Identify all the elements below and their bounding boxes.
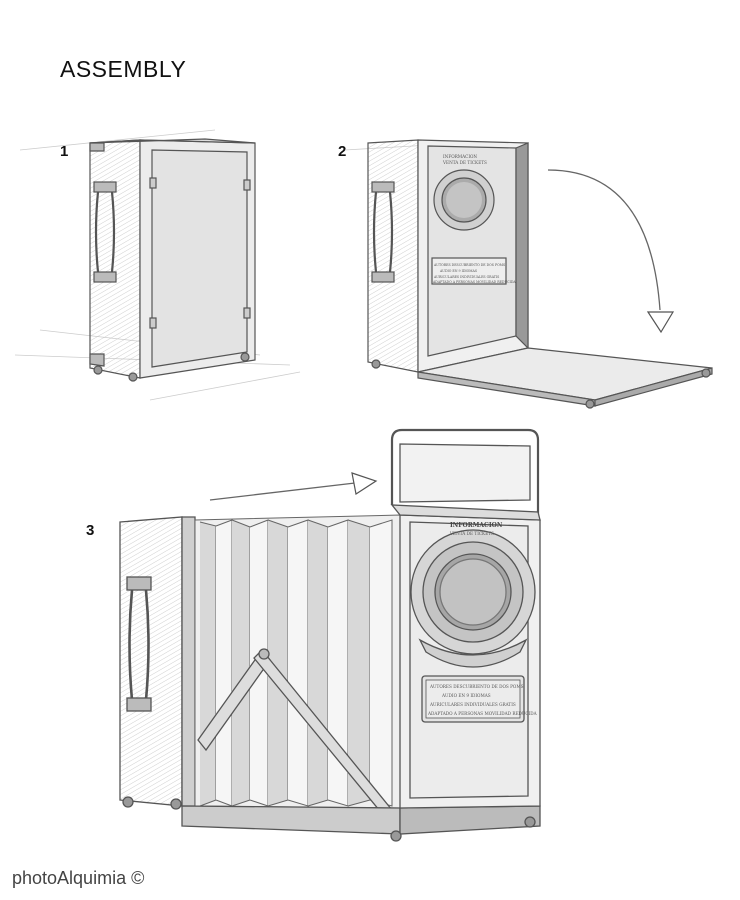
step-2-plaque-text: AUTORES DESCUBRIENTO DE DOS POMS AUDIO E… bbox=[432, 263, 516, 284]
rotate-arrow bbox=[547, 169, 661, 311]
slide-arrow-head bbox=[351, 472, 378, 495]
slide-arrow bbox=[209, 482, 356, 501]
rotate-arrow-head bbox=[646, 311, 675, 334]
step2-lens-label-2: VENTA DE TICKETS bbox=[442, 160, 487, 165]
handle-clip-top bbox=[93, 181, 117, 193]
step2-plaque-line-2: AUDIO EN 9 IDIOMAS bbox=[439, 269, 477, 273]
step-2-number: 2 bbox=[338, 143, 347, 160]
plaque-line-4: ADAPTADO A PERSONAS MOVILIDAD REDUCIDA bbox=[427, 711, 538, 716]
bellows bbox=[194, 514, 401, 809]
brand-watermark: photoAlquimia © bbox=[12, 868, 145, 888]
booth-lens-label-1: INFORMACION bbox=[450, 522, 503, 529]
plaque-line-1: AUTORES DESCUBRIENTO DE DOS POMS bbox=[429, 684, 524, 689]
sign-frame bbox=[390, 428, 540, 518]
booth-lens-label-2: VENTA DE TICKETS bbox=[449, 531, 494, 536]
step-1-closed-case bbox=[14, 129, 301, 401]
step2-lens-label-1: INFORMACION bbox=[443, 154, 477, 159]
step-3-deployed-booth: INFORMACION VENTA DE TICKETS AUTORES DES… bbox=[119, 428, 541, 842]
plaque-line-3: AURICULARES INDIVIDUALES GRATIS bbox=[429, 702, 516, 707]
plaque-line-2: AUDIO EN 9 IDIOMAS bbox=[441, 693, 491, 698]
page-title: ASSEMBLY bbox=[60, 56, 187, 82]
step2-plaque-line-4: ADAPTADO A PERSONAS MOVILIDAD REDUCIDA bbox=[432, 280, 516, 284]
step-2-opened-case: INFORMACION VENTA DE TICKETS bbox=[344, 139, 713, 409]
sign-panel bbox=[399, 443, 531, 503]
handle-clip-bottom bbox=[93, 271, 117, 283]
step2-plaque-line-3: AURICULARES INDIVIDUALES GRATIS bbox=[433, 275, 499, 279]
step2-plaque-line-1: AUTORES DESCUBRIENTO DE DOS POMS bbox=[433, 263, 505, 267]
step-1-number: 1 bbox=[60, 143, 69, 160]
step-3-number: 3 bbox=[86, 522, 95, 539]
